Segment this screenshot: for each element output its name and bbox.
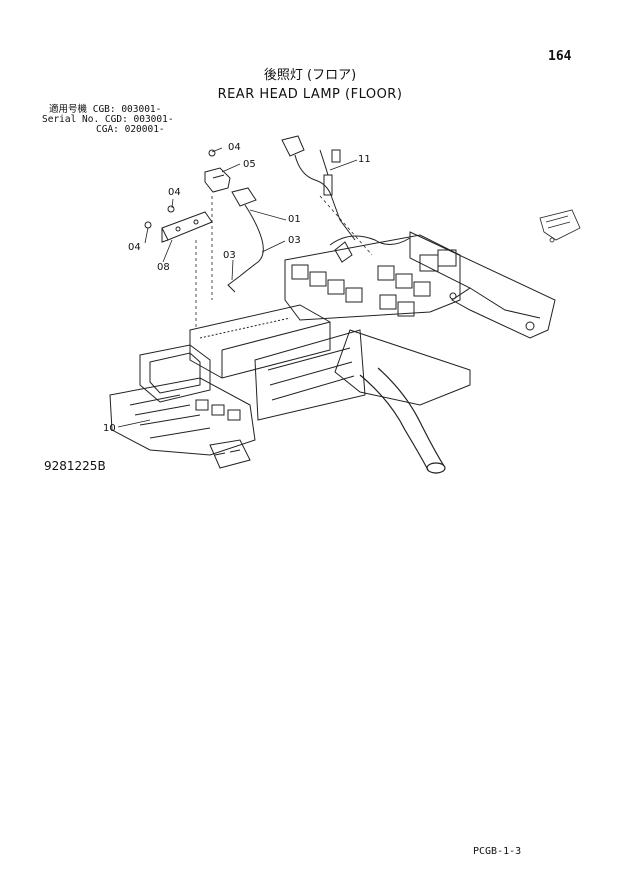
callout-10: 10 (103, 423, 116, 434)
page-number: 164 (548, 49, 572, 64)
callout-04: 04 (228, 142, 241, 153)
hose (359, 367, 446, 474)
callout-04: 04 (128, 242, 141, 253)
electrical-box (189, 304, 366, 421)
harness (227, 187, 264, 293)
lamp (204, 167, 231, 193)
footer-code: PCGB-1-3 (473, 846, 522, 857)
guide-lines (195, 195, 373, 330)
floor-plate (334, 231, 556, 406)
callout-11: 11 (358, 154, 371, 165)
title-japanese: 後照灯 (フロア) (263, 68, 357, 83)
callout-05: 05 (243, 159, 256, 170)
callout-04: 04 (168, 187, 181, 198)
detail-view (539, 209, 581, 243)
callout-03: 03 (223, 250, 236, 261)
callout-03: 03 (288, 235, 301, 246)
serial-line-cgb: 適用号機 CGB: 003001- (49, 104, 162, 115)
callout-01: 01 (288, 214, 301, 225)
serial-line-cga: CGA: 020001- (96, 124, 165, 135)
relay-cluster (284, 234, 461, 321)
bracket (161, 211, 213, 243)
leader-lines (117, 147, 358, 428)
title-english: REAR HEAD LAMP (FLOOR) (217, 87, 403, 102)
upper-harness (281, 135, 356, 241)
serial-line-cgd: Serial No. CGD: 003001- (42, 114, 174, 125)
callout-08: 08 (157, 262, 170, 273)
figure-code: 9281225B (44, 459, 106, 473)
left-control-unit (109, 344, 256, 469)
